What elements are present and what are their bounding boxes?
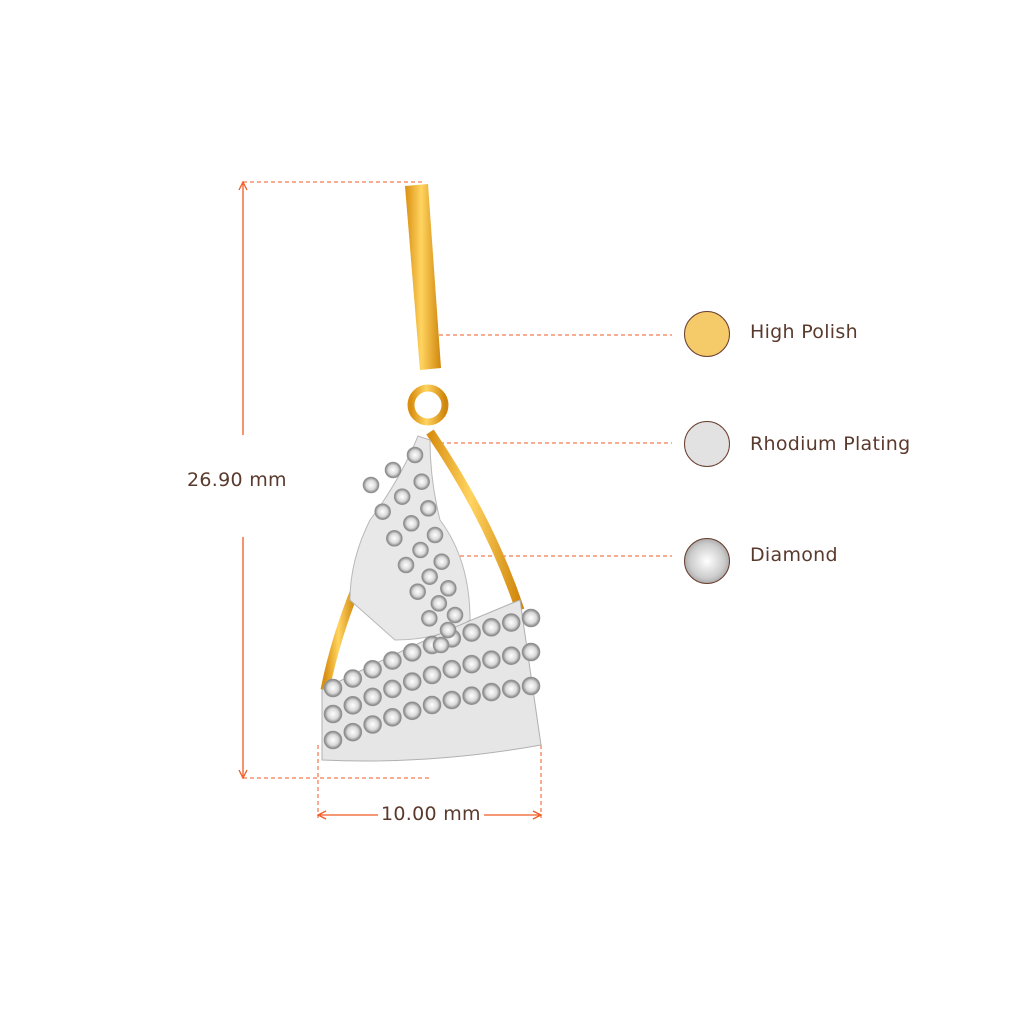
width-dimension [316,745,543,820]
diamond-stone [402,672,422,691]
diamond-stone [433,553,450,570]
diamond-stone [363,687,382,707]
diamond-stone [323,730,343,750]
diamond-stone [323,704,343,724]
legend-label: Diamond [750,544,838,566]
diamond-stone [521,676,541,696]
diamond-stone [462,623,481,642]
diamond-stone [409,583,426,600]
diamond-stone [521,608,541,628]
diamond-swatch-icon [684,538,730,584]
gold-swatch-icon [684,311,730,357]
diamond-stone [426,526,444,544]
diamond-stone [442,690,462,710]
diamond-stone [406,446,424,464]
diamond-stone [422,695,442,715]
legend-label: Rhodium Plating [750,433,911,455]
diamond-stone [501,646,521,666]
diamond-stone [501,679,521,699]
diamond-stone [430,595,448,612]
diamond-stone [343,696,363,715]
diamond-stone [383,651,402,670]
diamond-stone [343,669,363,688]
diamond-stone [412,541,429,559]
diamond-stone [393,488,411,505]
height-label: 26.90 mm [187,469,287,491]
height-dimension [238,180,432,780]
diamond-stone [363,659,382,679]
pendant-image [320,184,542,762]
diamond-stone [432,636,450,654]
width-label: 10.00 mm [381,803,481,825]
diamond-stone [422,665,442,685]
diamond-stone [521,642,541,662]
diamond-stone [421,568,438,585]
diamond-stone [384,461,402,479]
diamond-stone [462,654,481,674]
diamond-stone [362,476,380,494]
diamond-stone [442,659,462,679]
diamond-stone [397,556,415,574]
diamond-stone [420,500,437,517]
diamond-stone [413,473,430,490]
diamond-stone [403,515,420,532]
diamond-stone [440,580,457,597]
legend-label: High Polish [750,321,858,343]
diamond-stone [402,643,422,662]
callout-lines [425,331,672,560]
diamond-stone [363,715,382,734]
diamond-stone [374,503,391,520]
diamond-stone [446,606,464,624]
diamond-stone [323,678,343,698]
diamond-stone [383,679,402,699]
diamond-stone [482,617,501,637]
diamond-stone [402,701,422,721]
diamond-stone [482,650,501,669]
diamond-stone [383,708,402,727]
diamond-stone [462,686,481,706]
diamond-stone [501,613,521,632]
diamond-stone [386,530,403,547]
silver-swatch-icon [684,421,730,467]
diamond-stone [482,682,501,702]
diamond-stone [343,722,363,742]
diamond-stone [439,621,457,639]
diamond-stone [421,610,438,627]
